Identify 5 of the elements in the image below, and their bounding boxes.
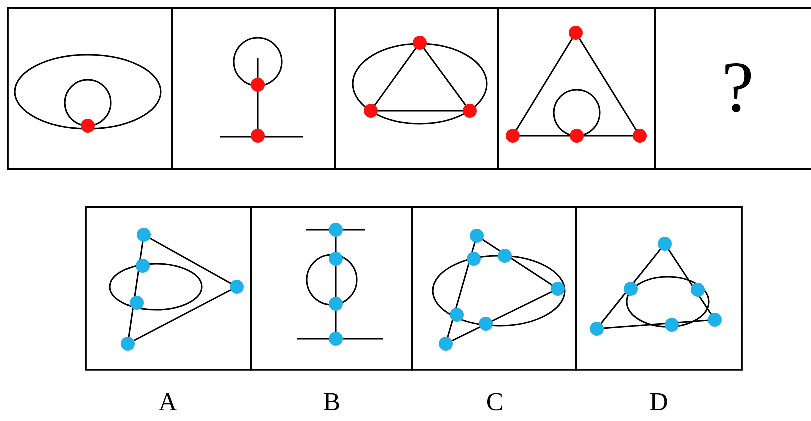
option-letter: B bbox=[324, 394, 340, 410]
question-mark: ? bbox=[726, 63, 752, 113]
option-letter: C bbox=[487, 393, 502, 411]
option-letter: A bbox=[158, 394, 178, 410]
option-letter: D bbox=[650, 394, 668, 410]
